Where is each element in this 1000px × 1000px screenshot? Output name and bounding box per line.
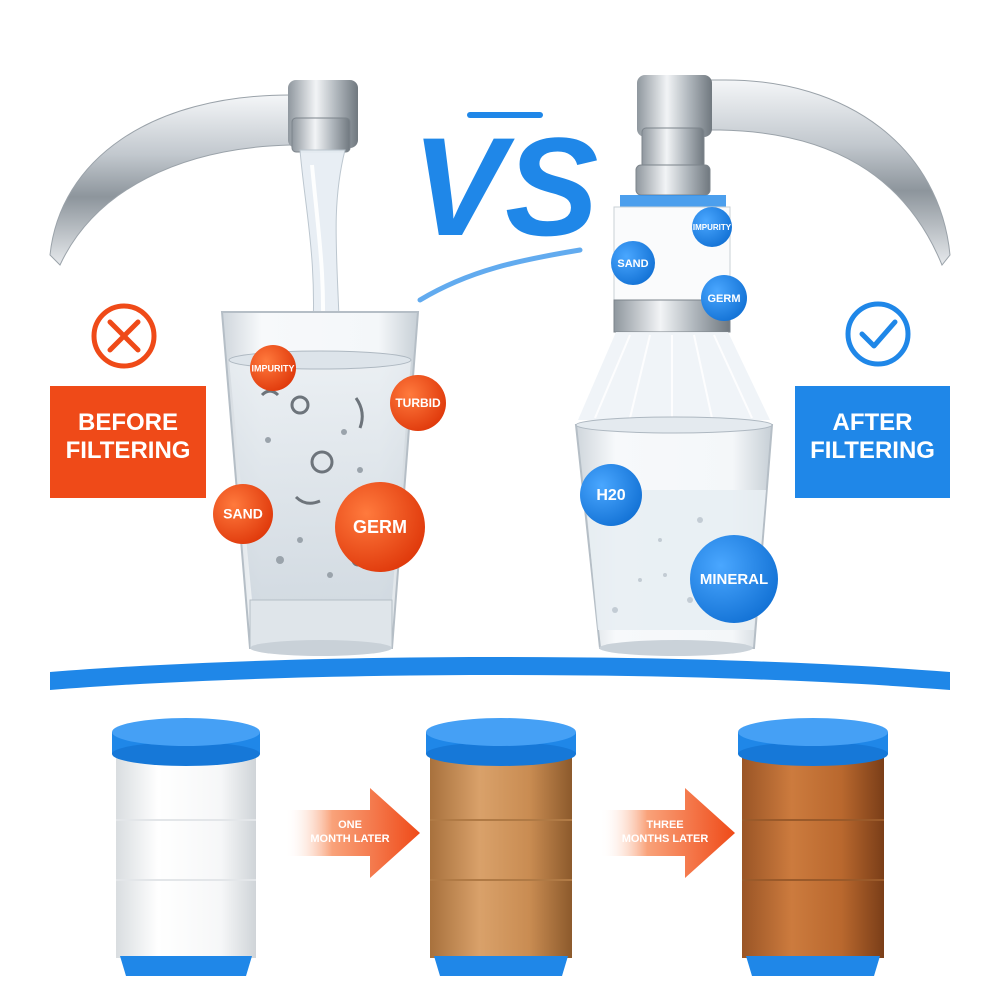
divider-curve — [50, 657, 950, 690]
before-filtering-panel: BEFORE FILTERING — [50, 386, 206, 498]
before-label-line1: BEFORE — [77, 409, 178, 436]
vs-text: VS — [412, 108, 599, 265]
x-circle-icon — [91, 303, 157, 369]
bubble-impurity-label: IMPURITY — [251, 363, 294, 373]
vs-logo: VS — [412, 108, 599, 303]
impurity-bubble-after — [692, 207, 732, 247]
cartridge-new — [112, 718, 260, 976]
check-circle-icon — [845, 301, 911, 367]
after-bubble-mineral-label: MINERAL — [700, 571, 768, 588]
left-faucet-pipe — [49, 94, 301, 266]
arrow1-line1: ONE — [338, 819, 362, 831]
sand-bubble — [213, 484, 273, 544]
arrow-one-month: ONE MONTH LATER — [285, 788, 420, 878]
arrow2-line1: THREE — [646, 819, 683, 831]
right-faucet-pipe — [699, 79, 951, 266]
before-bubbles: IMPURITY TURBID SAND GERM — [213, 345, 446, 572]
bubble-germ-label: GERM — [353, 517, 407, 537]
bubble-sand-label: SAND — [223, 506, 263, 522]
cartridge-timeline: ONE MONTH LATER THREE MONTHS LATER — [112, 718, 888, 976]
cartridge-three-months — [738, 718, 888, 976]
top-illustration: IMPURITY TURBID SAND GERM VS IMPURITY — [49, 75, 951, 690]
after-label-line1: AFTER — [832, 409, 913, 436]
turbid-bubble — [390, 375, 446, 431]
right-faucet-body — [637, 75, 712, 137]
h2o-bubble — [580, 464, 642, 526]
arrow1-line2: MONTH LATER — [310, 833, 389, 845]
mineral-bubble — [690, 535, 778, 623]
impurity-bubble — [250, 345, 296, 391]
arrow-three-months: THREE MONTHS LATER — [600, 788, 735, 878]
after-filtering-panel: AFTER FILTERING — [795, 386, 950, 498]
cartridge-one-month — [426, 718, 576, 976]
after-bubble-h2o-label: H20 — [596, 487, 625, 504]
after-bubble-germ-label: GERM — [708, 293, 741, 305]
germ-bubble — [335, 482, 425, 572]
sand-bubble-after — [611, 241, 655, 285]
water-spray — [578, 332, 770, 420]
after-bubble-impurity-label: IMPURITY — [693, 223, 732, 232]
bubble-turbid-label: TURBID — [395, 396, 441, 410]
germ-bubble-after — [701, 275, 747, 321]
after-label-line2: FILTERING — [810, 436, 935, 464]
after-bubbles: IMPURITY SAND GERM H20 MINERAL — [580, 207, 778, 623]
arrow2-line2: MONTHS LATER — [622, 833, 709, 845]
before-label-line2: FILTERING — [65, 436, 191, 464]
after-bubble-sand-label: SAND — [617, 258, 648, 270]
